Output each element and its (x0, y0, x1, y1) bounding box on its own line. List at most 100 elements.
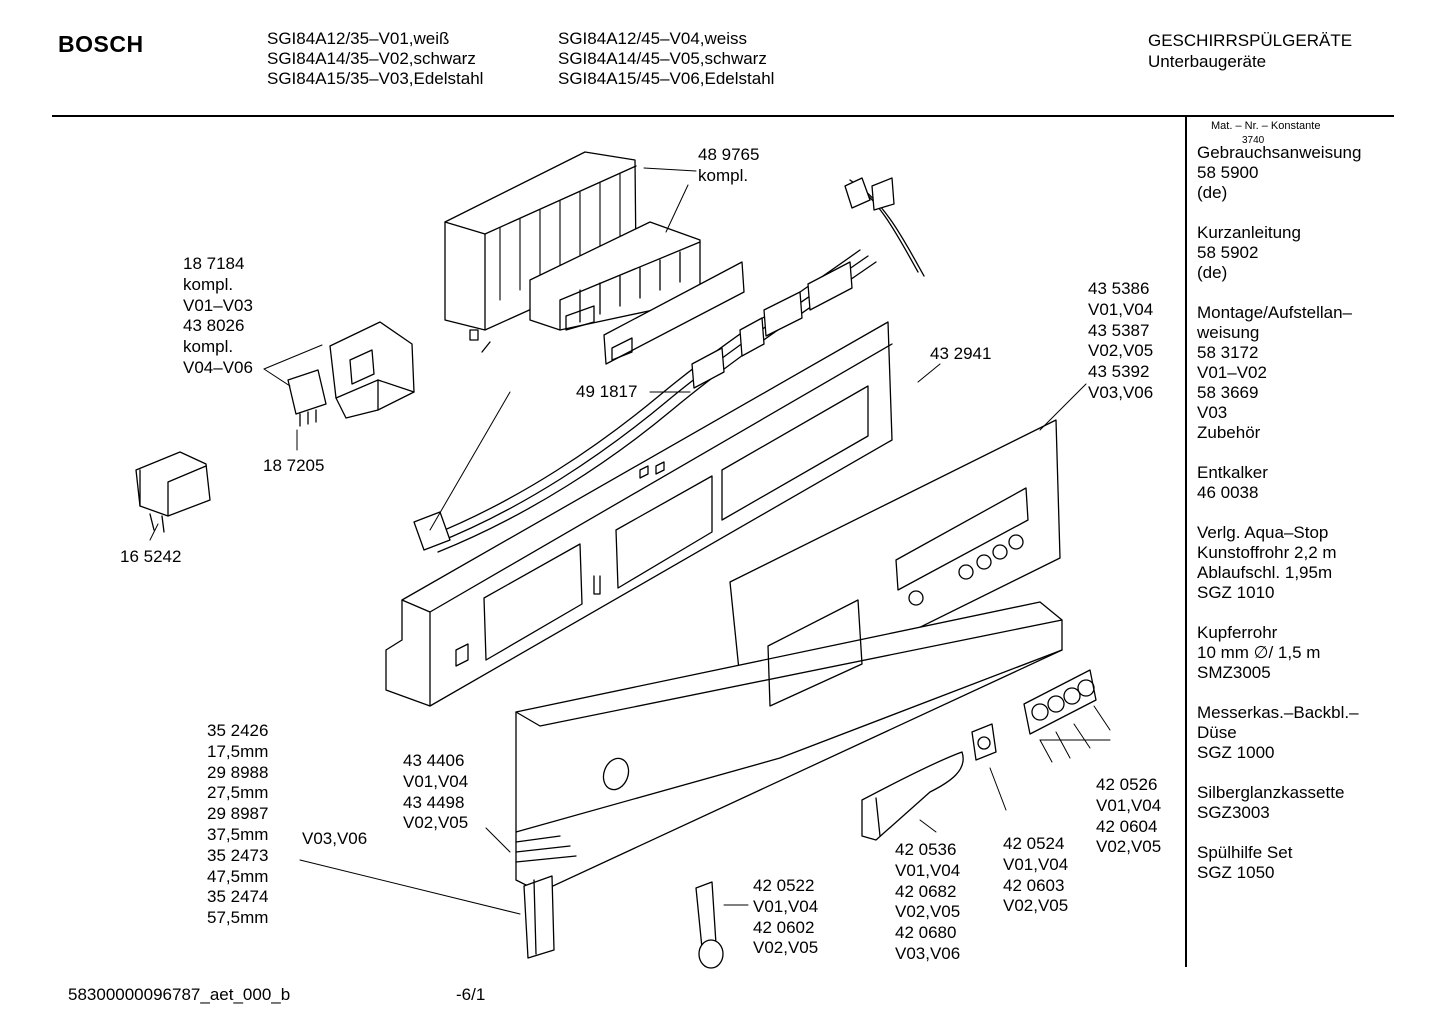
label-line: V03,V06 (302, 829, 368, 848)
label-line: V03,V06 (1088, 382, 1154, 402)
accessory-line: Ablaufschl. 1,95m (1197, 563, 1333, 582)
label-line: 16 5242 (120, 547, 182, 566)
label-line: 47,5mm (207, 866, 269, 886)
accessory-line: Zubehör (1197, 423, 1261, 442)
brand-logo: BOSCH (58, 31, 144, 57)
part-label-v03v06: V03,V06 (302, 829, 367, 850)
sidebar-header: Mat. – Nr. – Konstante (1211, 120, 1321, 132)
control-module-part (445, 152, 700, 352)
label-line: V01–V03 (183, 295, 253, 315)
model-list-35: SGI84A12/35–V01,weiß SGI84A14/35–V02,sch… (267, 29, 483, 89)
model-line: SGI84A14/35–V02,schwarz (267, 49, 476, 68)
label-line: 42 0604 (1096, 816, 1158, 836)
label-line: V02,V05 (1096, 837, 1162, 857)
model-line: SGI84A12/45–V04,weiss (558, 29, 748, 48)
label-line: 29 8987 (207, 804, 269, 824)
accessory-line: 58 5902 (1197, 243, 1259, 262)
label-line: 18 7184 (183, 254, 245, 273)
label-line: 18 7205 (263, 456, 325, 475)
label-line: 42 0526 (1096, 775, 1158, 794)
part-label-420524: 42 0524 V01,V04 42 0603 V02,V05 (1003, 834, 1068, 917)
display-board-part (604, 262, 744, 364)
label-line: 29 8988 (207, 762, 269, 782)
accessory-line: Spülhilfe Set (1197, 843, 1293, 862)
accessory-line: SGZ3003 (1197, 803, 1270, 822)
accessory-line: (de) (1197, 263, 1228, 282)
label-line: 42 0522 (753, 876, 815, 895)
model-line: SGI84A14/45–V05,schwarz (558, 49, 767, 68)
page-number: -6/1 (456, 985, 486, 1004)
accessory-line: V01–V02 (1197, 363, 1267, 382)
category-subtitle: Unterbaugeräte (1148, 52, 1267, 71)
model-line: SGI84A15/35–V03,Edelstahl (267, 69, 484, 88)
accessory-line: 58 3172 (1197, 343, 1259, 362)
accessory-line: Kurzanleitung (1197, 223, 1301, 242)
category-title: GESCHIRRSPÜLGERÄTE (1148, 31, 1353, 50)
part-label-434406: 43 4406 V01,V04 43 4498 V02,V05 (403, 751, 468, 834)
gasket-strip-part (524, 876, 554, 958)
label-line: 42 0682 (895, 881, 957, 901)
label-line: V02,V05 (1088, 341, 1154, 361)
label-line: V02,V05 (1003, 896, 1069, 916)
label-line: V01,V04 (753, 896, 819, 916)
accessory-line: (de) (1197, 183, 1228, 202)
accessory-line: 46 0038 (1197, 483, 1259, 502)
label-line: V04–V06 (183, 357, 253, 377)
label-line: V01,V04 (1096, 795, 1162, 815)
part-label-352426: 35 2426 17,5mm 29 8988 27,5mm 29 8987 37… (207, 721, 268, 929)
model-line: SGI84A12/35–V01,weiß (267, 29, 450, 48)
label-line: kompl. (698, 165, 749, 185)
button-strip-part (1024, 670, 1096, 734)
label-line: 17,5mm (207, 741, 269, 761)
model-line: SGI84A15/45–V06,Edelstahl (558, 69, 775, 88)
label-line: 43 5392 (1088, 362, 1150, 382)
wiring-harness-part (414, 178, 924, 552)
control-panel-frame-part (386, 322, 892, 706)
model-list-45: SGI84A12/45–V04,weiss SGI84A14/45–V05,sc… (558, 29, 774, 89)
label-line: 35 2474 (207, 887, 269, 907)
header-rule (52, 115, 1394, 117)
part-label-491817: 49 1817 (576, 382, 637, 403)
accessory-line: Montage/Aufstellan– (1197, 303, 1352, 322)
door-handle-part (862, 752, 963, 840)
sidebar-constant: 3740 (1242, 135, 1265, 146)
label-line: V01,V04 (895, 860, 961, 880)
document-id: 58300000096787_aet_000_b (68, 985, 291, 1004)
accessory-line: Messerkas.–Backbl.– (1197, 703, 1359, 722)
label-line: 43 5387 (1088, 320, 1150, 340)
sidebar-rule (1185, 117, 1187, 967)
program-button-part (972, 724, 996, 760)
label-line: V02,V05 (753, 938, 819, 958)
part-label-187184: 18 7184 kompl. V01–V03 43 8026 kompl. V0… (183, 254, 253, 379)
label-line: 43 4498 (403, 792, 465, 812)
part-label-165242: 16 5242 (120, 547, 181, 568)
label-line: 35 2473 (207, 845, 269, 865)
accessory-line: SGZ 1000 (1197, 743, 1275, 762)
accessory-line: Silberglanzkassette (1197, 783, 1345, 802)
label-line: V01,V04 (403, 771, 469, 791)
part-label-420526: 42 0526 V01,V04 42 0604 V02,V05 (1096, 775, 1161, 858)
accessory-line: Düse (1197, 723, 1237, 742)
front-panel-part (730, 420, 1060, 680)
label-line: 49 1817 (576, 382, 638, 401)
accessory-line: 10 mm ∅/ 1,5 m (1197, 643, 1321, 662)
label-line: 42 0536 (895, 840, 957, 859)
part-label-435386: 43 5386 V01,V04 43 5387 V02,V05 43 5392 … (1088, 279, 1153, 404)
part-label-187205: 18 7205 (263, 456, 324, 477)
label-line: kompl. (183, 274, 234, 294)
accessory-line: 58 3669 (1197, 383, 1259, 402)
label-line: kompl. (183, 337, 234, 357)
accessory-line: 58 5900 (1197, 163, 1259, 182)
accessory-line: SGZ 1010 (1197, 583, 1275, 602)
main-switch-part (330, 322, 414, 418)
label-line: V02,V05 (895, 902, 961, 922)
part-label-489765: 48 9765 kompl. (698, 145, 759, 187)
